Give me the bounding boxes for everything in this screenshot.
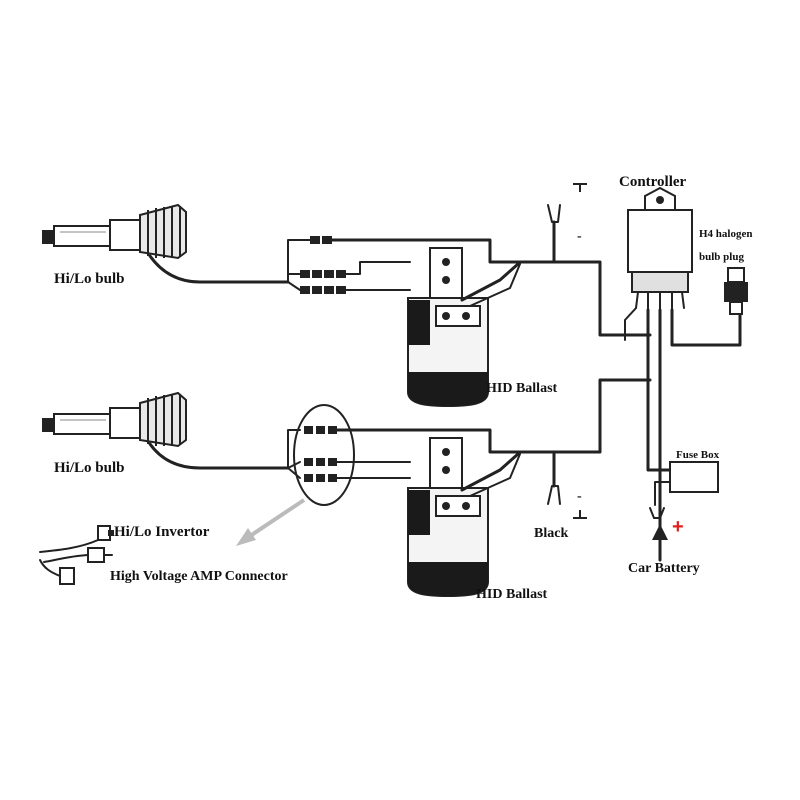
ground-terminal-bottom: [547, 450, 587, 519]
hid-ballast-bottom: [407, 437, 521, 598]
car-battery-terminals: [649, 507, 668, 556]
label-h4-line2: bulb plug: [699, 251, 744, 263]
label-fuse-box: Fuse Box: [676, 449, 720, 461]
label-plus: +: [672, 516, 684, 538]
hid-ballast-top: [407, 247, 521, 408]
h4-halogen-plug: [724, 267, 748, 315]
label-car-battery: Car Battery: [628, 561, 700, 576]
hilo-bulb-top: [42, 203, 290, 284]
top-connectors: [287, 236, 652, 337]
invertor-callout-arrow: [236, 498, 306, 546]
label-minus-bottom: -: [577, 489, 582, 504]
fuse-box: [654, 461, 719, 506]
hilo-bulb-bottom: [42, 391, 290, 470]
label-invertor: Hi/Lo Invertor: [114, 524, 210, 540]
label-controller: Controller: [619, 174, 687, 190]
label-black: Black: [534, 526, 568, 541]
bottom-connectors: [287, 378, 652, 506]
label-minus-top: -: [577, 229, 582, 244]
label-h4-line1: H4 halogen: [699, 228, 752, 240]
ground-terminal-top: [547, 183, 587, 264]
hilo-invertor-assembly: [39, 525, 114, 585]
label-ballast-top: HID Ballast: [486, 381, 558, 396]
label-amp-connector: High Voltage AMP Connector: [110, 569, 288, 584]
label-bulb-top: Hi/Lo bulb: [54, 271, 124, 287]
controller-relay: [624, 186, 742, 562]
label-ballast-bottom: HID Ballast: [476, 587, 548, 602]
label-bulb-bottom: Hi/Lo bulb: [54, 460, 124, 476]
